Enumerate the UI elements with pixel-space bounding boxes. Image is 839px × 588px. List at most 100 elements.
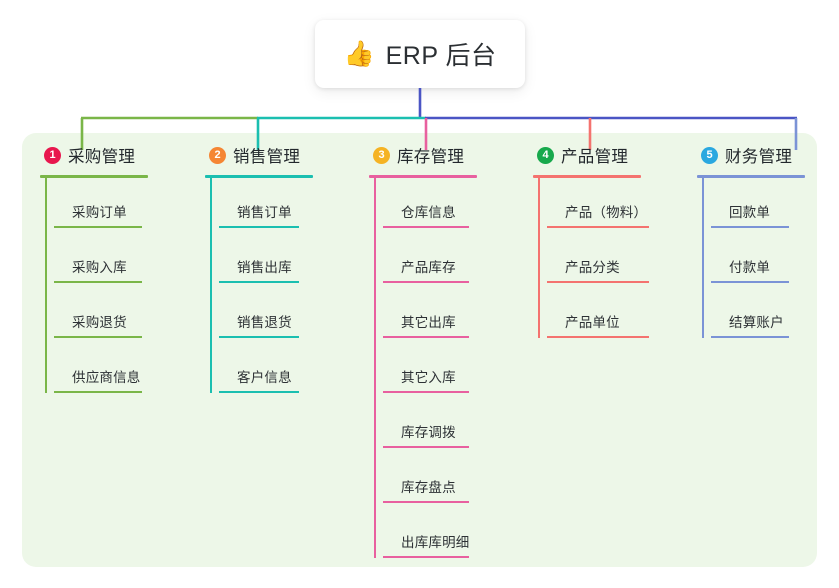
branch-item[interactable]: 产品库存 [383,233,477,288]
branch-item[interactable]: 销售订单 [219,178,313,233]
branch-header-2[interactable]: 2 销售管理 [205,140,313,170]
branch-item-rule [383,226,469,228]
branch-item-list: 采购订单采购入库采购退货供应商信息 [40,178,148,398]
branch-item-rule [54,391,142,393]
branch-item-label: 库存调拨 [401,425,456,440]
branch-item[interactable]: 回款单 [711,178,805,233]
branch-spine [210,178,212,393]
branch-item-label: 销售退货 [237,315,292,330]
branch-item[interactable]: 销售退货 [219,288,313,343]
branch-item-rule [383,556,469,558]
branch-item-rule [383,336,469,338]
branch-item-list: 回款单付款单结算账户 [697,178,805,343]
branch-item-label: 采购退货 [72,315,127,330]
branch-item-label: 采购订单 [72,205,127,220]
branch-item[interactable]: 销售出库 [219,233,313,288]
branch-item-label: 客户信息 [237,370,292,385]
branch-header-1[interactable]: 1 采购管理 [40,140,148,170]
branch-item-rule [547,281,649,283]
branch-spine [45,178,47,393]
branch-item-label: 仓库信息 [401,205,456,220]
branch-item-rule [711,281,789,283]
branch-item-label: 结算账户 [729,315,784,330]
branch-header-5[interactable]: 5 财务管理 [697,140,805,170]
branch-header-rule [40,175,148,178]
branch-item[interactable]: 采购入库 [54,233,148,288]
branch-item-list: 仓库信息产品库存其它出库其它入库库存调拨库存盘点出库库明细 [369,178,477,563]
branch-header-rule [369,175,477,178]
branch-item[interactable]: 产品（物料） [547,178,649,233]
branch-item[interactable]: 出库库明细 [383,508,477,563]
branch-item-rule [383,281,469,283]
branch-item-label: 销售出库 [237,260,292,275]
branch-item-rule [383,391,469,393]
branch-item-label: 库存盘点 [401,480,456,495]
branch-item-label: 回款单 [729,205,771,220]
branch-item-label: 产品单位 [565,315,620,330]
branch-header-3[interactable]: 3 库存管理 [369,140,477,170]
branch-item[interactable]: 客户信息 [219,343,313,398]
branch-item[interactable]: 付款单 [711,233,805,288]
branch-item-label: 销售订单 [237,205,292,220]
branch-number-badge: 1 [44,146,61,164]
branch-item[interactable]: 采购订单 [54,178,148,233]
branch-title: 销售管理 [233,148,301,166]
branch-item-list: 销售订单销售出库销售退货客户信息 [205,178,313,398]
branch-item-rule [547,226,649,228]
branch-item-label: 供应商信息 [72,370,141,385]
branch-item-label: 产品库存 [401,260,456,275]
branch-title: 库存管理 [397,148,465,166]
branch-title: 产品管理 [561,148,629,166]
branch-item[interactable]: 产品分类 [547,233,649,288]
branch-item-label: 其它出库 [401,315,456,330]
branch-header-rule [697,175,805,178]
branch-item-rule [383,501,469,503]
branch-item-list: 产品（物料） 产品分类产品单位 [533,178,649,343]
branch-item[interactable]: 结算账户 [711,288,805,343]
branch-item-rule [219,226,299,228]
branch-title: 财务管理 [725,148,793,166]
branch-item-rule [54,281,142,283]
branch-column-5: 5 财务管理回款单付款单结算账户 [697,140,805,343]
branch-item[interactable]: 仓库信息 [383,178,477,233]
branch-title: 采购管理 [68,148,136,166]
branch-header-4[interactable]: 4 产品管理 [533,140,641,170]
branch-item-label: 产品（物料） [565,205,648,220]
branch-item-rule [547,336,649,338]
branch-item[interactable]: 产品单位 [547,288,649,343]
branch-item-label: 付款单 [729,260,771,275]
branch-item-rule [219,281,299,283]
branch-column-4: 4 产品管理产品（物料） 产品分类产品单位 [533,140,649,343]
branch-item[interactable]: 采购退货 [54,288,148,343]
branch-spine [538,178,540,338]
branch-item-rule [383,446,469,448]
branch-item[interactable]: 其它入库 [383,343,477,398]
branch-item[interactable]: 供应商信息 [54,343,148,398]
branch-column-1: 1 采购管理采购订单采购入库采购退货供应商信息 [40,140,148,398]
branch-spine [374,178,376,558]
branch-item[interactable]: 其它出库 [383,288,477,343]
branch-item-rule [711,336,789,338]
branch-number-badge: 3 [373,146,390,164]
branch-item[interactable]: 库存盘点 [383,453,477,508]
branch-number-badge: 4 [537,146,554,164]
branch-item[interactable]: 库存调拨 [383,398,477,453]
branch-number-badge: 2 [209,146,226,164]
branch-item-label: 采购入库 [72,260,127,275]
branch-item-rule [219,391,299,393]
branch-header-rule [205,175,313,178]
branch-column-2: 2 销售管理销售订单销售出库销售退货客户信息 [205,140,313,398]
root-node-card[interactable]: 👍 ERP 后台 [315,20,525,88]
branches-panel [22,133,817,567]
branch-item-label: 产品分类 [565,260,620,275]
root-node-title: ERP 后台 [385,42,497,70]
branch-item-label: 其它入库 [401,370,456,385]
branch-item-label: 出库库明细 [401,535,470,550]
branch-item-rule [54,226,142,228]
branch-item-rule [219,336,299,338]
thumbs-up-icon: 👍 [343,39,375,68]
branch-number-badge: 5 [701,146,718,164]
branch-column-3: 3 库存管理仓库信息产品库存其它出库其它入库库存调拨库存盘点出库库明细 [369,140,477,563]
branch-header-rule [533,175,641,178]
